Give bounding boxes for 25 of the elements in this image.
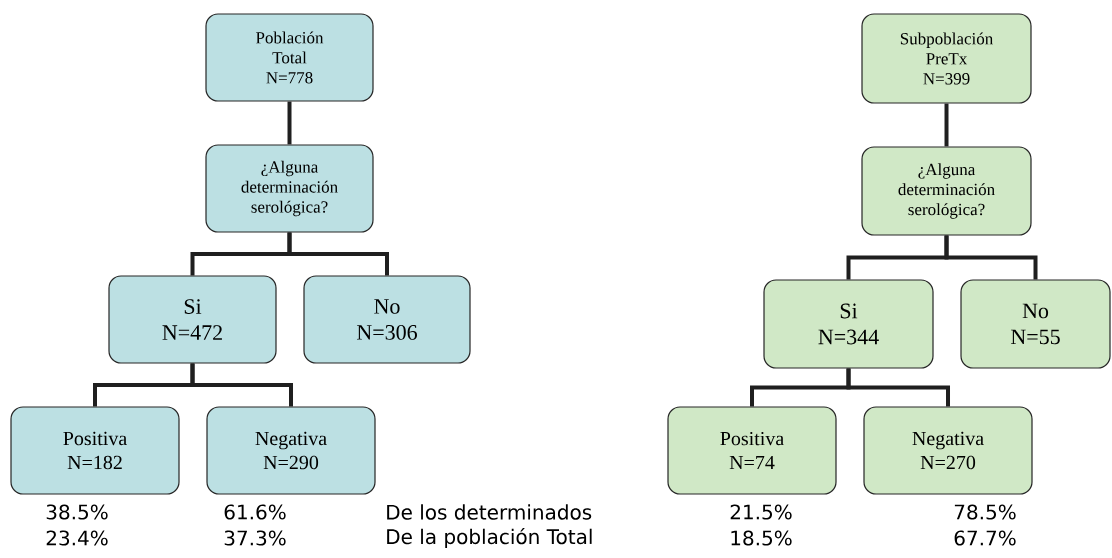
- flow-box: Subpoblación PreTx N=399: [861, 13, 1032, 104]
- flow-box: Población Total N=778: [205, 13, 374, 102]
- flow-box: Positiva N=182: [10, 406, 180, 495]
- connector-line: [944, 235, 1038, 280]
- flow-box: Negativa N=290: [206, 406, 376, 495]
- percentage-label: De los determinados: [387, 504, 592, 520]
- flow-box: Positiva N=74: [667, 406, 837, 495]
- connector-line: [846, 368, 950, 407]
- flow-box: Si N=472: [108, 275, 277, 364]
- flow-box: No N=306: [303, 275, 471, 364]
- percentage-label: 18.5%: [731, 530, 792, 546]
- percentage-label: De la población Total: [387, 527, 592, 549]
- connector-line: [287, 101, 292, 145]
- connector-line: [944, 103, 949, 147]
- percentage-label: 23.4%: [46, 530, 108, 546]
- percentage-label: 61.6%: [224, 504, 286, 520]
- flow-box: ¿Alguna determinación serológica?: [861, 146, 1032, 236]
- flow-box: Negativa N=270: [863, 406, 1033, 495]
- flow-box: ¿Alguna determinación serológica?: [205, 144, 374, 233]
- flow-box: No N=55: [960, 279, 1111, 369]
- connector-line: [287, 232, 389, 276]
- percentage-label: 37.3%: [224, 530, 286, 546]
- flow-box: Si N=344: [763, 279, 934, 369]
- percentage-label: 67.7%: [954, 530, 1016, 546]
- connector-line: [190, 363, 293, 407]
